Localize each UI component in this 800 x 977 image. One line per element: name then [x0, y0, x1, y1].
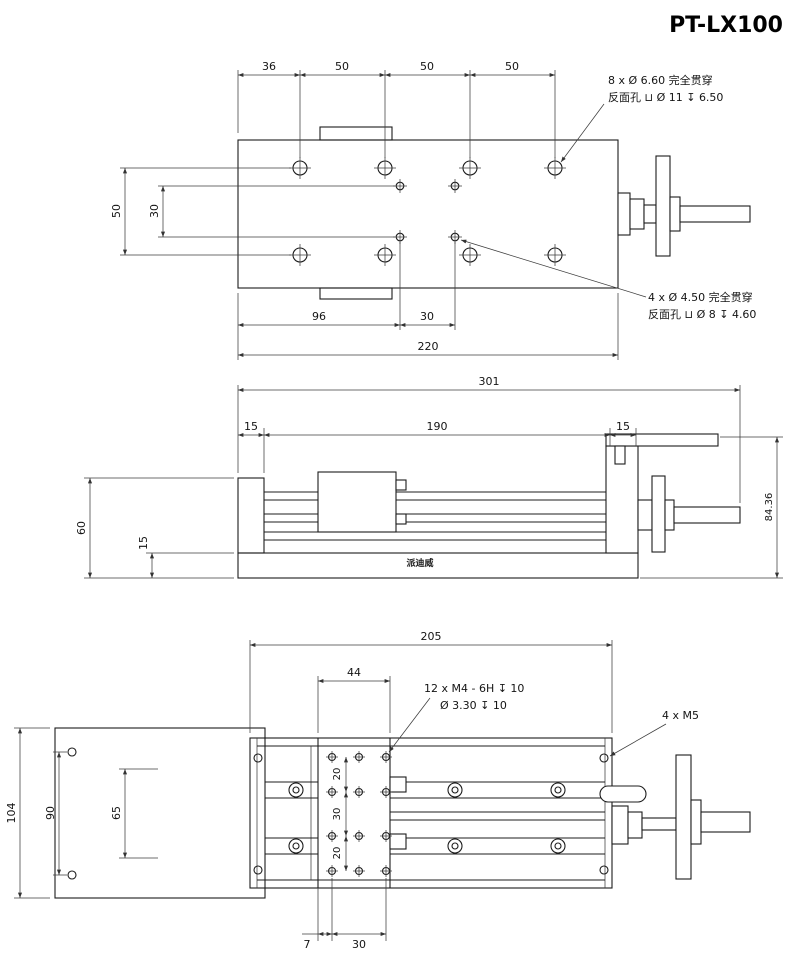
note-8x-line2: 反面孔 ⊔ Ø 11 ↧ 6.50 — [608, 91, 723, 104]
bottom-view-m4-hole-grid — [326, 751, 392, 877]
dim-50-1: 50 — [335, 60, 349, 73]
dim-30-b: 30 — [352, 938, 366, 951]
bottom-view-note-m4: 12 x M4 - 6H ↧ 10 Ø 3.30 ↧ 10 — [388, 682, 524, 753]
note-m4-line2: Ø 3.30 ↧ 10 — [440, 699, 507, 712]
dim-96: 96 — [312, 310, 326, 323]
dim-50-2: 50 — [420, 60, 434, 73]
dim-15-vertical: 15 — [137, 536, 150, 550]
dim-20-top: 20 — [332, 768, 343, 781]
dim-90: 90 — [44, 806, 57, 820]
top-view: 36 50 50 50 50 30 96 30 220 8 x Ø 6 — [110, 60, 756, 360]
dim-15-left: 15 — [244, 420, 258, 433]
bottom-view-note-m5: 4 x M5 — [609, 709, 699, 757]
side-view-handwheel-assembly — [637, 475, 741, 553]
top-view-small-holes — [393, 179, 462, 244]
dim-30-vertical: 30 — [148, 204, 161, 218]
side-view: 派迪威 301 15 190 15 60 15 84.36 — [75, 375, 783, 579]
dim-15-right: 15 — [616, 420, 630, 433]
dim-44: 44 — [347, 666, 361, 679]
dim-7: 7 — [304, 938, 311, 951]
rail-screws — [288, 782, 566, 854]
side-view-carriage — [317, 471, 397, 533]
note-8x-line1: 8 x Ø 6.60 完全贯穿 — [608, 73, 713, 87]
dim-30-bottom: 30 — [420, 310, 434, 323]
top-view-handwheel-assembly — [617, 155, 751, 257]
dim-60: 60 — [75, 521, 88, 535]
bottom-view-dimensions: 205 44 104 90 65 20 30 20 — [5, 630, 613, 951]
bottom-view-table — [54, 727, 266, 899]
page-title: PT-LX100 — [669, 13, 783, 38]
top-view-note-counterbore-4x: 4 x Ø 4.50 完全贯穿 反面孔 ⊔ Ø 8 ↧ 4.60 — [460, 239, 756, 321]
bottom-view: 205 44 104 90 65 20 30 20 — [5, 630, 751, 951]
dim-50-vertical: 50 — [110, 204, 123, 218]
dim-36: 36 — [262, 60, 276, 73]
note-4x-line1: 4 x Ø 4.50 完全贯穿 — [648, 290, 753, 304]
dim-220: 220 — [418, 340, 439, 353]
dim-205: 205 — [421, 630, 442, 643]
note-m5-label: 4 x M5 — [662, 709, 699, 722]
bottom-view-handwheel-assembly — [599, 754, 751, 880]
note-m4-line1: 12 x M4 - 6H ↧ 10 — [424, 682, 524, 695]
dim-104: 104 — [5, 803, 18, 824]
dim-65: 65 — [110, 806, 123, 820]
dim-20-bottom: 20 — [332, 847, 343, 860]
dim-301: 301 — [479, 375, 500, 388]
dim-84-36: 84.36 — [764, 493, 775, 522]
bottom-view-base — [249, 737, 613, 889]
top-view-counterbore-holes — [289, 157, 566, 266]
dim-50-3: 50 — [505, 60, 519, 73]
side-view-body — [237, 433, 719, 579]
watermark-text: 派迪威 — [406, 557, 433, 569]
dim-30-mid: 30 — [332, 808, 343, 821]
note-4x-line2: 反面孔 ⊔ Ø 8 ↧ 4.60 — [648, 308, 756, 321]
dim-190: 190 — [427, 420, 448, 433]
side-view-dimensions: 301 15 190 15 60 15 84.36 — [75, 375, 783, 579]
top-view-note-counterbore-8x: 8 x Ø 6.60 完全贯穿 反面孔 ⊔ Ø 11 ↧ 6.50 — [560, 73, 723, 163]
top-view-dimensions: 36 50 50 50 50 30 96 30 220 — [110, 60, 619, 360]
